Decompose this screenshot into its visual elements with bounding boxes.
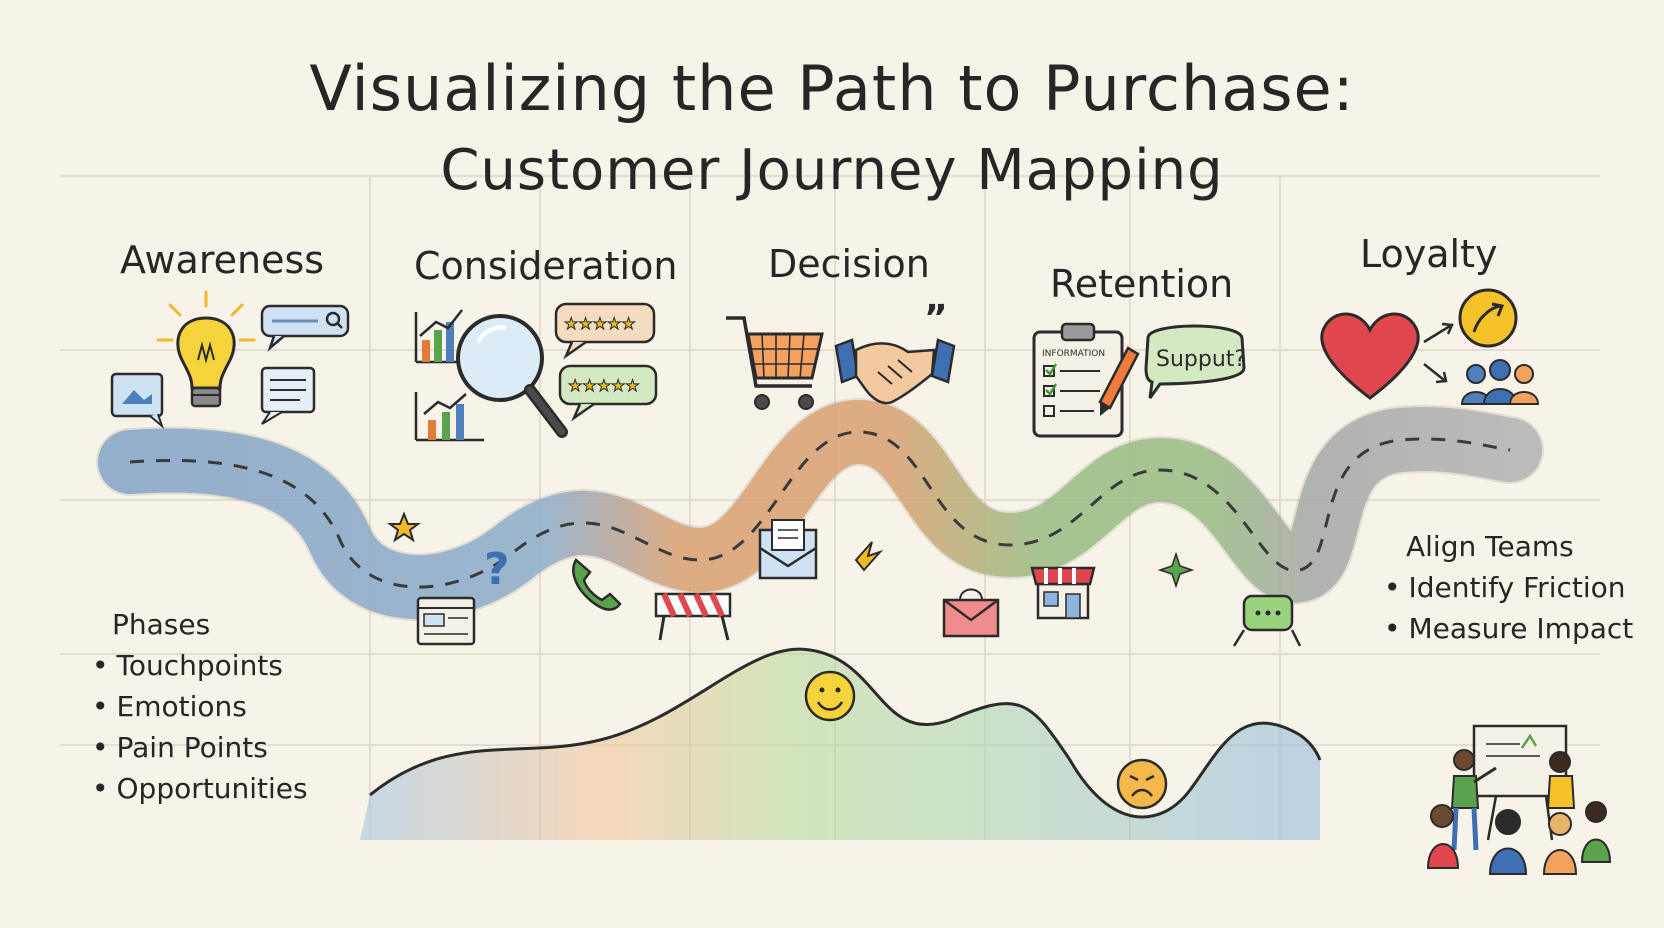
star-icon (387, 511, 421, 543)
smiley-sad-icon (1116, 758, 1168, 810)
clipboard-header: INFORMATION (1042, 349, 1105, 359)
rating-bubble-icon: ★★★★★ ★★★★★ (554, 302, 658, 422)
cart-icon (726, 316, 824, 410)
phase-retention: Retention (1050, 262, 1234, 306)
bar-chart-icon (414, 309, 484, 442)
phase-awareness: Awareness (120, 238, 325, 282)
phase-loyalty: Loyalty (1360, 232, 1498, 276)
right-list-item: Measure Impact (1384, 608, 1634, 649)
svg-text:”: ” (924, 298, 948, 339)
phase-consideration: Consideration (414, 244, 678, 288)
phone-icon (572, 558, 622, 611)
right-list-item: Identify Friction (1384, 567, 1633, 608)
heart-icon (1320, 312, 1420, 400)
clipboard-icon: INFORMATION (1032, 322, 1124, 438)
store-icon (1030, 566, 1096, 620)
question-icon: ? (484, 544, 510, 595)
image-bubble-icon (110, 372, 165, 430)
chat-bubble-icon (1232, 594, 1302, 647)
lightbulb-icon (156, 290, 256, 408)
handshake-icon (834, 338, 956, 405)
share-icon (1423, 288, 1518, 384)
browser-icon (416, 596, 476, 646)
smiley-happy-icon (804, 670, 856, 722)
journey-road (96, 398, 1544, 622)
pen-icon (1098, 346, 1140, 416)
support-bubble: Supput? (1144, 324, 1246, 399)
quote-icon: ” (924, 298, 948, 339)
mail-icon (942, 588, 1000, 638)
support-bubble-text: Supput? (1156, 347, 1246, 372)
left-list-item: Pain Points (92, 727, 308, 768)
phase-decision: Decision (768, 242, 930, 286)
title-line-2: Customer Journey Mapping (440, 138, 1224, 203)
magnifier-icon (456, 314, 568, 438)
svg-text:★★★★★: ★★★★★ (568, 376, 640, 395)
search-bubble-icon (260, 304, 350, 352)
envelope-icon (758, 519, 818, 580)
left-list-item: Opportunities (92, 768, 308, 809)
right-list-heading: Align Teams (1406, 530, 1574, 563)
team-presentation-icon (1426, 724, 1612, 875)
left-list-item: Emotions (92, 686, 308, 727)
emotion-curve (360, 647, 1322, 840)
svg-text:?: ? (484, 544, 510, 595)
left-key-list: Phases Touchpoints Emotions Pain Points … (92, 604, 308, 809)
left-list-heading: Phases (112, 608, 211, 641)
people-icon (1460, 359, 1540, 405)
arrow-icon (854, 541, 884, 572)
document-bubble-icon (260, 366, 316, 425)
sparkle-icon (1157, 551, 1195, 589)
left-list-item: Touchpoints (92, 645, 308, 686)
barrier-icon (654, 592, 732, 641)
right-key-list: Align Teams Identify Friction Measure Im… (1384, 526, 1633, 649)
title-line-1: Visualizing the Path to Purchase: (309, 52, 1355, 125)
svg-text:★★★★★: ★★★★★ (564, 314, 636, 333)
